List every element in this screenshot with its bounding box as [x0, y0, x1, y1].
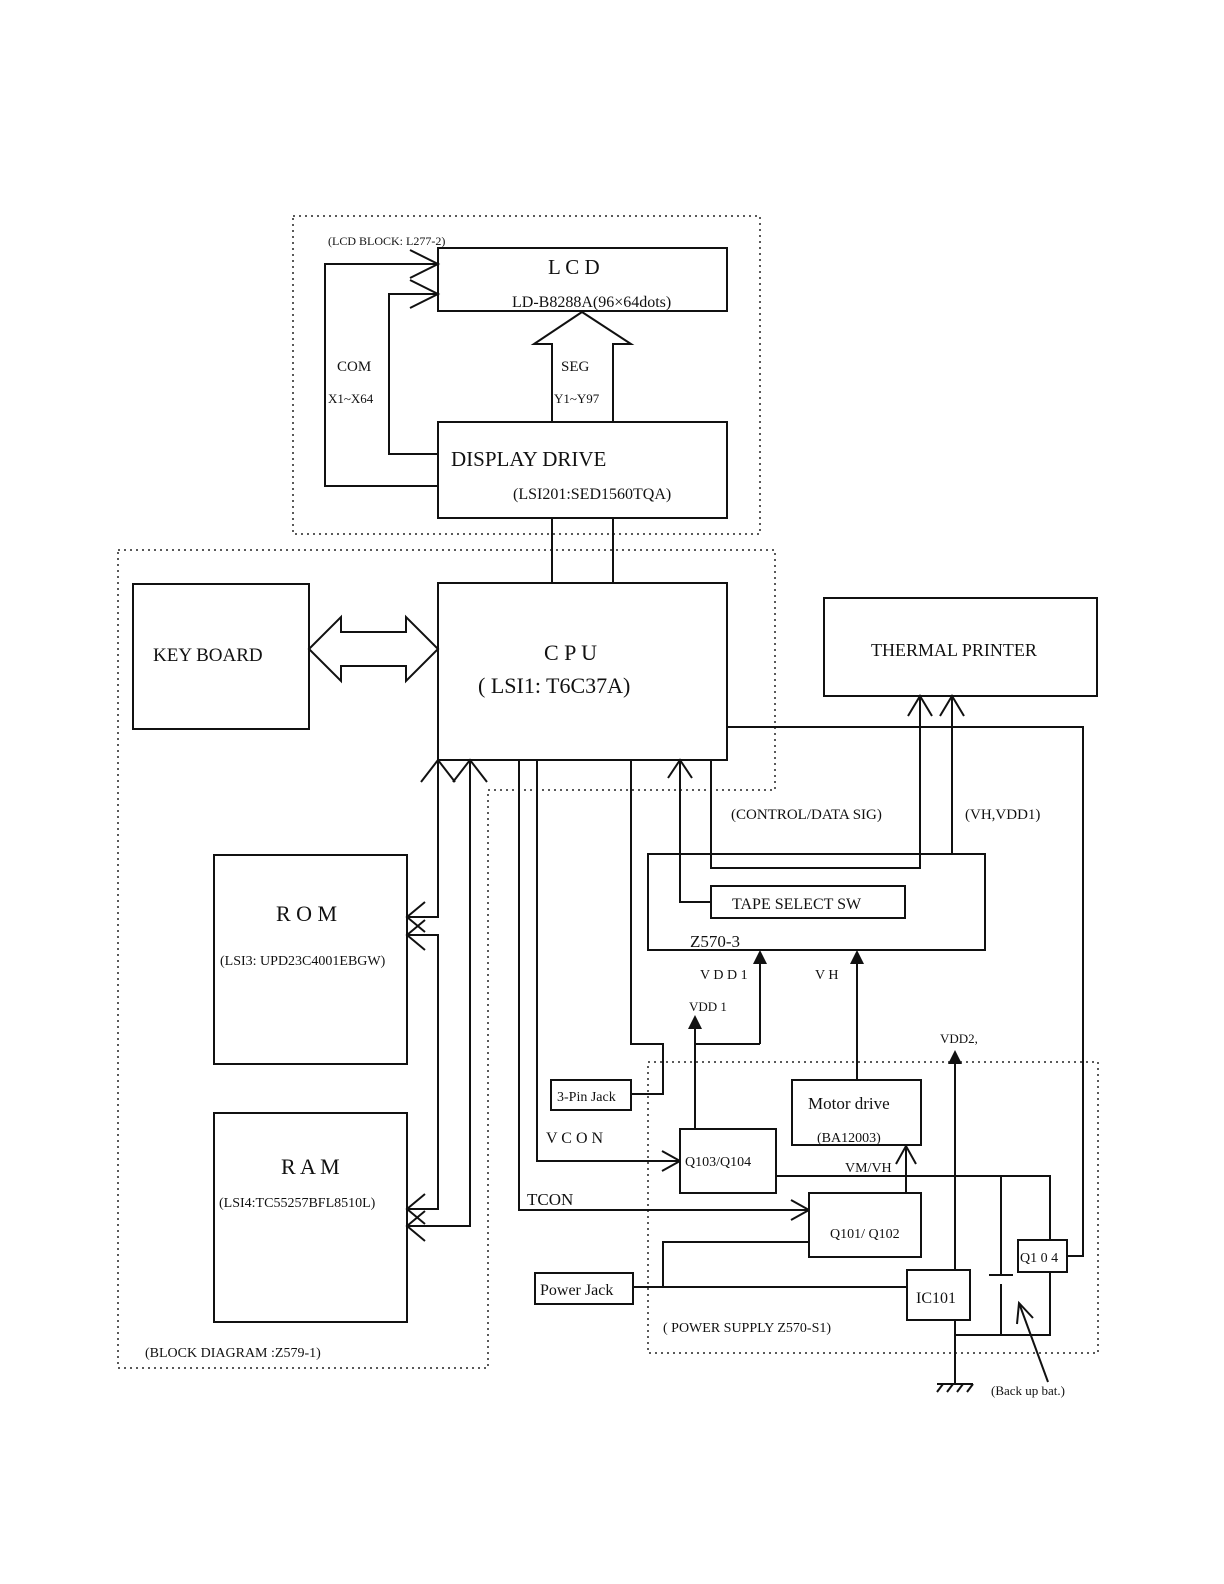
cpu-block: C P U ( LSI1: T6C37A): [437, 582, 728, 761]
keyboard-label: KEY BOARD: [153, 645, 263, 666]
tape-select-switch-block: TAPE SELECT SW: [710, 885, 906, 919]
com-label: COM: [337, 359, 371, 375]
cpu-part-number: ( LSI1: T6C37A): [478, 673, 630, 698]
ram-block: R A M (LSI4:TC55257BFL8510L): [213, 1112, 408, 1323]
display-drive-block: DISPLAY DRIVE (LSI201:SED1560TQA): [437, 421, 728, 519]
q104-label: Q1 0 4: [1020, 1251, 1058, 1266]
lcd-block-label: (LCD BLOCK: L277-2): [328, 234, 445, 248]
keyboard-block: KEY BOARD: [132, 583, 310, 730]
backup-battery-label: (Back up bat.): [991, 1383, 1065, 1398]
q101-q102-block: Q101/ Q102: [808, 1192, 922, 1258]
rom-block: R O M (LSI3: UPD23C4001EBGW): [213, 854, 408, 1065]
vh-vdd1-label: (VH,VDD1): [965, 807, 1040, 823]
ram-part-number: (LSI4:TC55257BFL8510L): [219, 1196, 376, 1211]
vcon-label: V C O N: [546, 1130, 603, 1147]
thermal-printer-block: THERMAL PRINTER: [823, 597, 1098, 697]
lcd-title: L C D: [548, 255, 600, 279]
power-lines: [633, 1050, 1051, 1393]
seg-label: SEG: [561, 359, 590, 375]
display-drive-part-number: (LSI201:SED1560TQA): [513, 486, 671, 503]
three-pin-jack-label: 3-Pin Jack: [557, 1090, 616, 1105]
cpu-3pin-line: [630, 760, 664, 1095]
ic101-block: IC101: [906, 1269, 971, 1321]
ram-title: R A M: [281, 1154, 340, 1179]
vm-vh-label: VM/VH: [845, 1161, 892, 1176]
z570-3-label: Z570-3: [690, 932, 740, 951]
motor-drive-part-number: (BA12003): [817, 1131, 881, 1146]
block-diagram-label: (BLOCK DIAGRAM :Z579-1): [145, 1346, 321, 1361]
cpu-q104-line: [727, 726, 1084, 1257]
cpu-title: C P U: [544, 640, 597, 665]
com-lines: [324, 249, 441, 487]
seg-range-label: Y1~Y97: [554, 391, 600, 406]
q104-block: Q1 0 4: [1017, 1239, 1068, 1273]
power-jack-label: Power Jack: [540, 1282, 613, 1299]
q101-q102-label: Q101/ Q102: [830, 1227, 900, 1242]
motor-drive-block: Motor drive (BA12003): [791, 1079, 922, 1146]
power-supply-outline: [647, 1061, 1099, 1354]
com-range-label: X1~X64: [328, 391, 374, 406]
vdd2-label: VDD2,: [940, 1031, 978, 1046]
tcon-label: TCON: [527, 1190, 573, 1209]
control-data-label: (CONTROL/DATA SIG): [731, 807, 882, 823]
lcd-block-outline: [292, 215, 761, 535]
vdd1-line: [688, 1015, 702, 1129]
tape-select-switch-label: TAPE SELECT SW: [732, 896, 862, 913]
vdd1-low-label: VDD 1: [689, 999, 727, 1014]
lcd-part-number: LD-B8288A(96×64dots): [512, 294, 671, 311]
lcd-block: L C D LD-B8288A(96×64dots): [437, 247, 728, 312]
vdd1-top-label: V D D 1: [700, 968, 748, 983]
power-jack-block: Power Jack: [534, 1272, 634, 1305]
q103-q104-label: Q103/Q104: [685, 1155, 751, 1170]
thermal-printer-label: THERMAL PRINTER: [871, 640, 1037, 660]
rom-title: R O M: [276, 901, 337, 926]
power-supply-label: ( POWER SUPPLY Z570-S1): [663, 1321, 831, 1336]
rom-part-number: (LSI3: UPD23C4001EBGW): [220, 954, 386, 969]
memory-bus-lines: [405, 758, 488, 1242]
vm-vh-line: [895, 1143, 917, 1193]
three-pin-jack-block: 3-Pin Jack: [550, 1079, 632, 1111]
q103-q104-block: Q103/Q104: [679, 1128, 777, 1194]
control-data-lines: [667, 694, 965, 903]
seg-bus-arrow: [530, 310, 635, 423]
display-drive-title: DISPLAY DRIVE: [451, 447, 606, 471]
ic101-label: IC101: [916, 1290, 956, 1307]
motor-drive-label: Motor drive: [808, 1094, 890, 1113]
block-diagram-outline: [117, 549, 776, 1369]
supply-lines-z570: [695, 950, 864, 1079]
keyboard-cpu-bus-arrow: [307, 614, 440, 684]
vh-label: V H: [815, 968, 838, 983]
backup-battery-pointer: [1016, 1300, 1049, 1383]
